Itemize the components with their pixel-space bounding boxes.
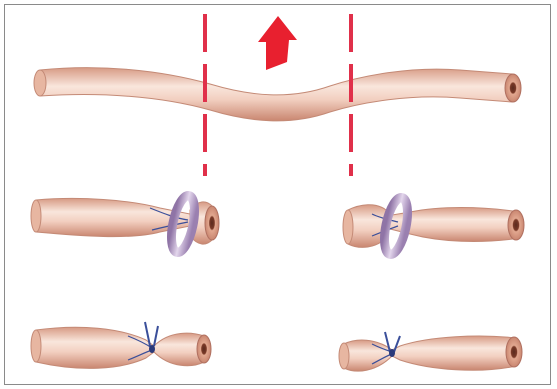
up-arrow-icon [258, 16, 297, 70]
tube-lumen-end [505, 74, 521, 102]
intact-tube [34, 68, 521, 121]
sutured-right-end [339, 332, 522, 371]
ring-ligated-left-end [31, 194, 219, 255]
sutured-left-end [31, 322, 211, 368]
ring-ligated-right-end [343, 196, 524, 257]
